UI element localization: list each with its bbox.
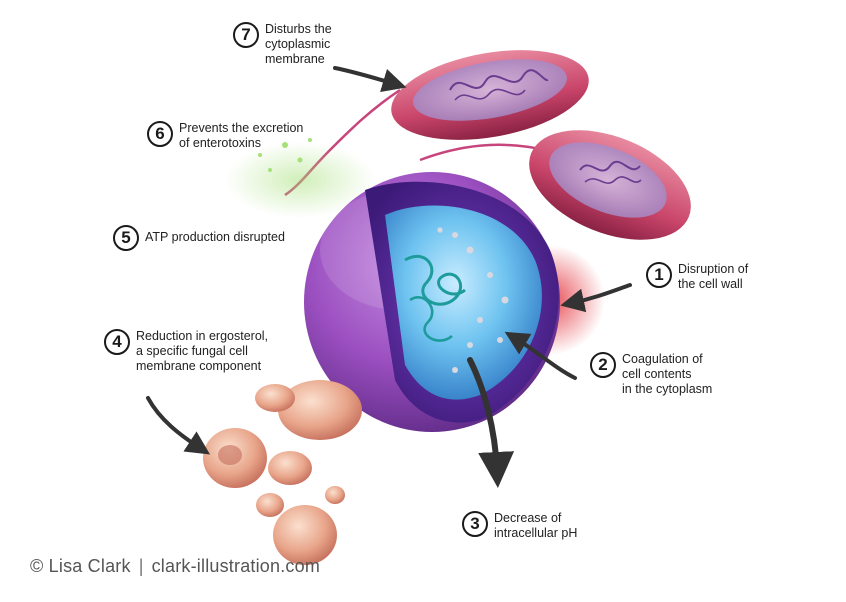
callout-7-text: Disturbs the cytoplasmic membrane [265, 22, 332, 66]
arrow-1 [560, 283, 632, 313]
callout-2: 2 Coagulation of cell contents in the cy… [590, 352, 712, 397]
callout-6: 6 Prevents the excretion of enterotoxins [147, 121, 303, 151]
callout-1-text: Disruption of the cell wall [678, 262, 749, 291]
credit-author: © Lisa Clark [30, 556, 131, 576]
callout-2-text: Coagulation of cell contents in the cyto… [622, 352, 713, 396]
arrow-7 [333, 66, 407, 93]
toxin-cloud [225, 138, 375, 218]
callout-1-number: 1 [646, 262, 672, 288]
credit-website: clark-illustration.com [151, 556, 321, 576]
yeast-cells [203, 380, 362, 565]
callout-6-number: 6 [147, 121, 173, 147]
callout-2-number: 2 [590, 352, 616, 378]
callout-arrows [146, 66, 632, 488]
bacterium-right [419, 130, 691, 240]
callout-3-text: Decrease of intracellular pH [494, 511, 578, 540]
callout-3: 3 Decrease of intracellular pH [462, 511, 577, 541]
callout-1: 1 Disruption of the cell wall [646, 262, 748, 292]
bacterium-top [284, 50, 589, 197]
callout-4: 4 Reduction in ergosterol, a specific fu… [104, 329, 268, 374]
callout-7-number: 7 [233, 22, 259, 48]
arrow-2 [504, 331, 577, 380]
image-credit: © Lisa Clark | clark-illustration.com [30, 556, 320, 577]
credit-separator: | [138, 556, 144, 576]
arrow-4 [146, 396, 211, 455]
callout-4-number: 4 [104, 329, 130, 355]
callout-7: 7 Disturbs the cytoplasmic membrane [233, 22, 332, 67]
arrow-3 [467, 357, 515, 488]
callout-5: 5 ATP production disrupted [113, 225, 285, 251]
callout-6-text: Prevents the excretion of enterotoxins [179, 121, 304, 150]
callout-5-number: 5 [113, 225, 139, 251]
callout-4-text: Reduction in ergosterol, a specific fung… [136, 329, 269, 373]
callout-5-text: ATP production disrupted [145, 230, 285, 244]
callout-3-number: 3 [462, 511, 488, 537]
fungal-cell [304, 172, 560, 432]
